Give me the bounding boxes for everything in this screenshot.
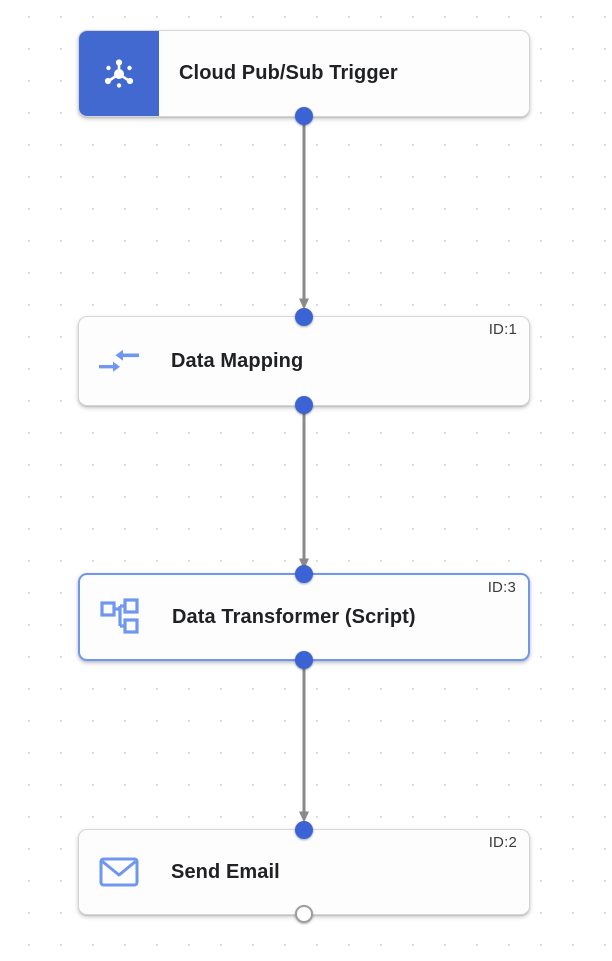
node-label: Send Email	[171, 860, 280, 883]
node-input-port[interactable]	[295, 308, 313, 326]
pubsub-hub-icon	[79, 31, 159, 116]
node-id-badge: ID:2	[488, 834, 517, 851]
node-output-port[interactable]	[295, 396, 313, 414]
node-output-port[interactable]	[295, 651, 313, 669]
data-mapping-arrows-icon	[79, 344, 159, 378]
node-id-badge: ID:1	[488, 321, 517, 338]
node-cloud-pubsub-trigger[interactable]: Cloud Pub/Sub Trigger	[78, 30, 530, 125]
node-output-port[interactable]	[295, 107, 313, 125]
node-input-port[interactable]	[295, 821, 313, 839]
node-data-transformer-script[interactable]: ID:3 Data Transformer (Script)	[78, 565, 530, 669]
node-output-port-open[interactable]	[295, 905, 313, 923]
node-label: Data Transformer (Script)	[172, 605, 416, 628]
hierarchy-tree-icon	[80, 597, 160, 637]
envelope-icon	[79, 855, 159, 889]
node-id-badge: ID:3	[487, 579, 516, 596]
node-data-mapping[interactable]: ID:1 Data Mapping	[78, 308, 530, 414]
node-input-port[interactable]	[295, 565, 313, 583]
node-label: Data Mapping	[171, 349, 304, 372]
node-send-email[interactable]: ID:2 Send Email	[78, 821, 530, 923]
node-label: Cloud Pub/Sub Trigger	[179, 62, 398, 84]
